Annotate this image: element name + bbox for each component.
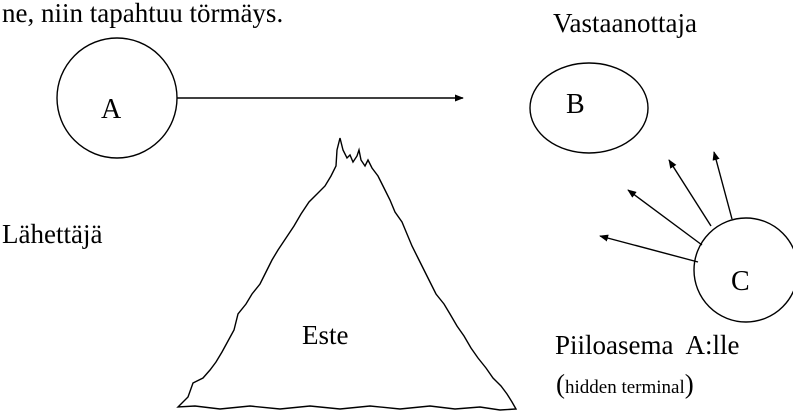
hidden-terminal-text: hidden terminal xyxy=(565,377,685,398)
top-cropped-text: ne, niin tapahtuu törmäys. xyxy=(2,0,283,28)
node-b-label: B xyxy=(566,89,585,120)
hidden-terminal-close-paren: ) xyxy=(685,369,694,399)
node-c-label: C xyxy=(731,266,750,297)
broadcast-arrow-3 xyxy=(668,159,712,227)
broadcast-arrow-4 xyxy=(712,151,733,220)
node-a-label: A xyxy=(101,94,122,125)
obstacle-label: Este xyxy=(302,320,349,350)
receiver-label: Vastaanottaja xyxy=(553,8,697,38)
node-c-circle xyxy=(693,217,793,323)
hidden-terminal-open-paren: ( xyxy=(556,369,565,399)
sender-label: Lähettäjä xyxy=(2,219,102,249)
node-b-ellipse xyxy=(529,62,649,154)
obstacle-mountain xyxy=(176,137,518,411)
broadcast-arrow-2 xyxy=(627,189,703,246)
hidden-terminal-label: (hidden terminal) xyxy=(556,369,694,399)
hidden-station-label: Piiloasema A:lle xyxy=(555,330,739,360)
broadcast-arrow-1 xyxy=(599,234,699,263)
